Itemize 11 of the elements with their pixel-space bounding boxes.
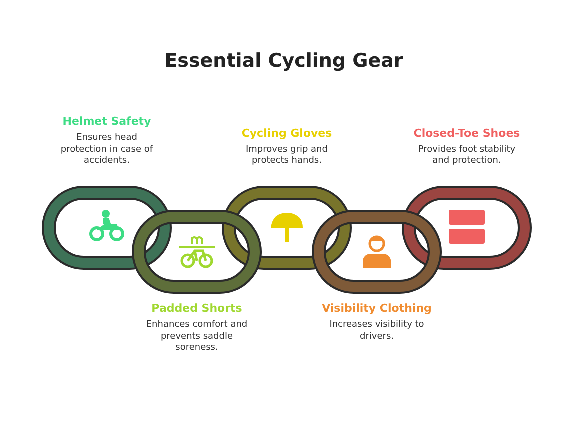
item-description: Provides foot stability and protection.: [417, 144, 517, 168]
item-description: Enhances comfort and prevents saddle soreness.: [145, 320, 249, 356]
item-description: Increases visibility to drivers.: [328, 320, 426, 344]
item-description: Improves grip and protects hands.: [245, 144, 329, 168]
item-description: Ensures head protection in case of accidents.: [60, 132, 154, 168]
item-heading: Cycling Gloves: [242, 126, 332, 140]
item-heading: Helmet Safety: [62, 114, 152, 128]
item-heading: Padded Shorts: [152, 302, 242, 315]
title: Essential Cycling Gear: [164, 50, 404, 72]
item-heading: Visibility Clothing: [322, 302, 432, 315]
item-heading: Closed-Toe Shoes: [414, 126, 520, 140]
